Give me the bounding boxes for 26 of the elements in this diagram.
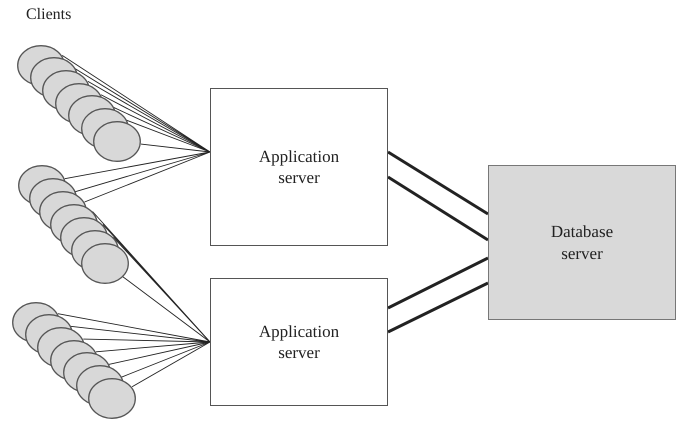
connector-line	[387, 282, 489, 334]
node-label: Database server	[550, 221, 614, 264]
node-label: Application server	[258, 320, 340, 364]
connector-line	[120, 342, 210, 378]
connector-line	[84, 152, 210, 202]
connector-line	[70, 326, 210, 342]
connector-line	[112, 236, 210, 342]
connector-line	[62, 54, 210, 152]
connector-line	[126, 120, 210, 152]
database-server-box	[488, 165, 676, 320]
connector-line	[74, 152, 210, 192]
connector-line	[132, 342, 210, 388]
node-label: Application server	[258, 146, 340, 188]
connector-line	[387, 256, 489, 310]
connector-line	[113, 107, 210, 152]
connector-line	[387, 150, 489, 216]
application-server-box	[210, 88, 388, 246]
connector-line	[140, 144, 210, 152]
connector-line	[387, 176, 489, 242]
connector-line	[88, 80, 210, 152]
connector-line	[122, 276, 210, 342]
application-server-box	[210, 278, 388, 406]
group-label: Clients	[26, 6, 72, 24]
connector-line	[57, 313, 210, 342]
connector-line	[64, 152, 210, 180]
connector-line	[108, 342, 210, 365]
